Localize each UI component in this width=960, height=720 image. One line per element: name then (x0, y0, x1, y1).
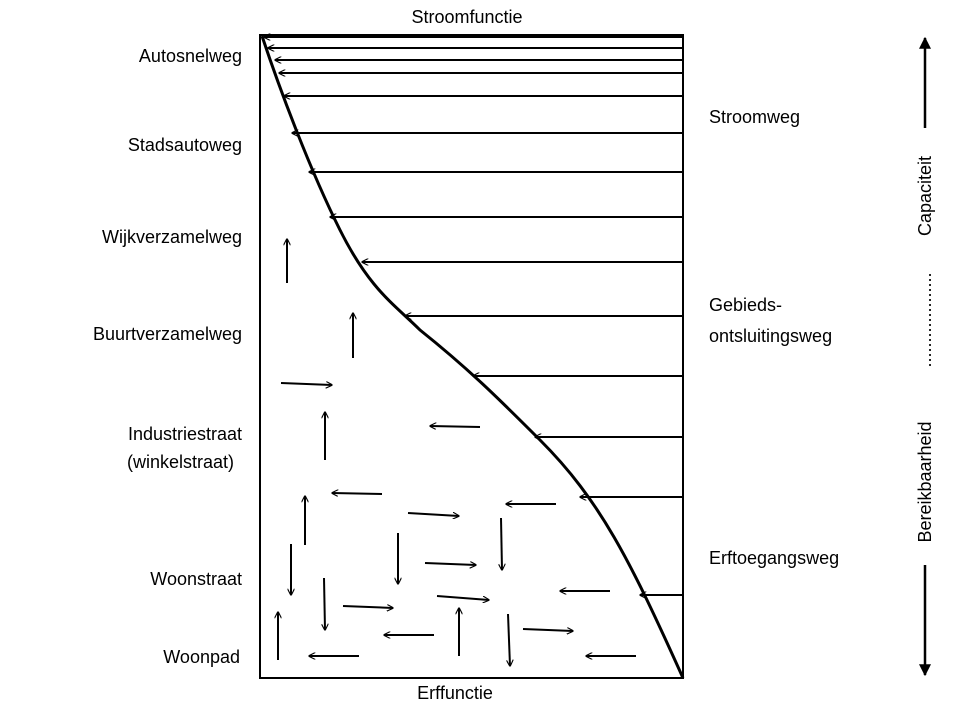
label-autosnelweg: Autosnelweg (139, 46, 242, 66)
label-woonpad: Woonpad (163, 647, 240, 667)
label-gebieds: Gebieds- (709, 295, 782, 315)
diagram-frame (259, 34, 684, 679)
label-wijkverzamelweg: Wijkverzamelweg (102, 227, 242, 247)
label-ontsluitingsweg: ontsluitingsweg (709, 326, 832, 346)
local-arrow (407, 512, 459, 516)
axis-dotted-connector: ................... (915, 272, 935, 367)
local-arrow (332, 493, 383, 494)
local-arrow (522, 629, 573, 631)
label-stadsautoweg: Stadsautoweg (128, 135, 242, 155)
bottom-title: Erffunctie (417, 683, 493, 703)
axis-label-bereikbaarheid: Bereikbaarheid (915, 421, 935, 542)
local-arrow (324, 577, 325, 630)
label-stroomweg: Stroomweg (709, 107, 800, 127)
axis-label-capaciteit: Capaciteit (915, 156, 935, 236)
label-buurtverzamelweg: Buurtverzamelweg (93, 324, 242, 344)
local-arrow (280, 383, 332, 385)
local-arrow (342, 606, 393, 608)
local-arrow (508, 613, 510, 666)
flow-arrows (264, 37, 683, 595)
label-erftoegangsweg: Erftoegangsweg (709, 548, 839, 568)
local-arrow (436, 595, 489, 600)
local-arrow (424, 563, 476, 565)
top-title: Stroomfunctie (411, 7, 522, 27)
local-arrows (278, 239, 636, 666)
label-industriestraat: Industriestraat (128, 424, 242, 444)
function-boundary-curve (260, 35, 685, 679)
local-arrow (501, 517, 502, 570)
local-arrow (430, 426, 481, 427)
label-winkelstraat: (winkelstraat) (127, 452, 234, 472)
label-woonstraat: Woonstraat (150, 569, 242, 589)
